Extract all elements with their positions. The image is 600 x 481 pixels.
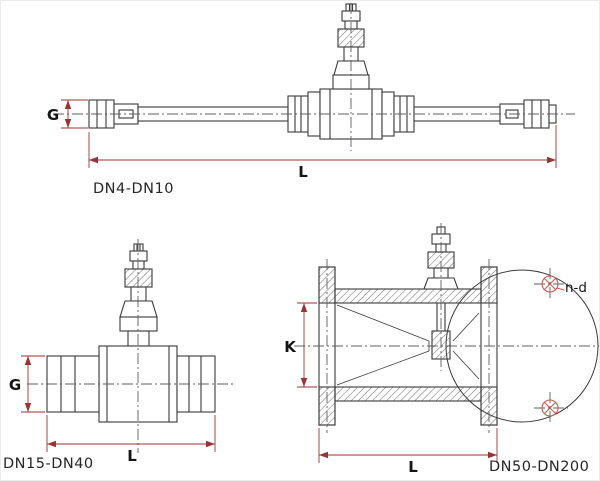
dn4-meter-linework <box>88 3 557 140</box>
dn50-view-label: DN50-DN200 <box>489 459 589 475</box>
dn50-dim-k-label: K <box>284 338 297 356</box>
dn50-dimension-l: L <box>318 428 498 476</box>
view-dn50-dn200: n-d K L DN50-DN200 <box>284 223 599 476</box>
internal-flow-profile <box>336 304 480 386</box>
view-dn4-dn10: G L DN4-DN10 <box>47 3 575 197</box>
bolt-note-leader <box>556 287 565 291</box>
dn4-view-label: DN4-DN10 <box>93 181 174 197</box>
dn50-dim-l-label: L <box>408 458 418 476</box>
dn4-dim-l-label: L <box>298 163 308 181</box>
bolt-count-note: n-d <box>565 280 587 296</box>
dn15-meter-linework <box>46 243 216 423</box>
dn15-dim-g-label: G <box>9 376 21 394</box>
bolt-hole-bottom <box>541 399 559 417</box>
dn50-meter-linework <box>318 226 498 426</box>
bolt-hole-top <box>541 275 559 293</box>
dn4-dim-g-label: G <box>47 106 59 124</box>
dn15-centerlines <box>27 239 235 453</box>
dn50-dimension-k: K <box>284 302 317 388</box>
view-dn15-dn40: G L DN15-DN40 <box>3 239 235 472</box>
dn15-dim-l-label: L <box>127 447 137 465</box>
dn4-centerlines <box>53 3 575 151</box>
dn4-dimension-g: G <box>47 99 88 129</box>
dn15-dimension-l: L <box>46 415 216 465</box>
dn15-dimension-g: G <box>9 355 45 413</box>
dn4-dimension-l: L <box>88 125 557 181</box>
bolt-holes <box>541 275 565 417</box>
dn15-view-label: DN15-DN40 <box>3 456 94 472</box>
